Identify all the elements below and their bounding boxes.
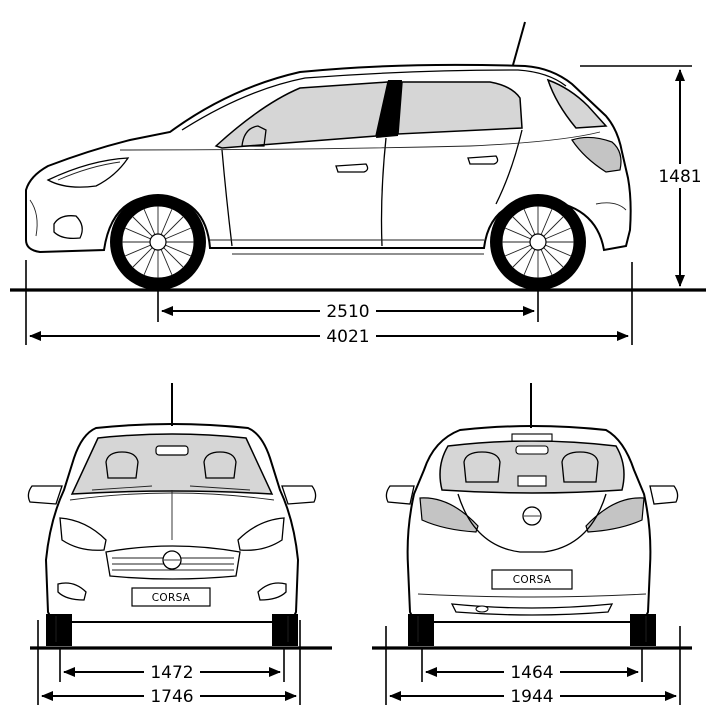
side-tail-light [571,136,622,173]
rear-license-plate [491,569,573,590]
front-view: CORSA 1472 1746 [27,383,332,707]
front-fog-right [257,582,287,601]
rear-bumper-line [417,593,647,598]
front-license-plate [131,587,211,607]
rear-tailgate-line [457,493,607,553]
side-mirror[interactable] [241,125,267,147]
side-front-door-line [221,149,233,247]
side-rear-door-handle[interactable] [467,155,499,165]
front-rear-view-mirror [155,445,189,456]
side-rear-door-line [495,129,523,205]
rear-tow-point [475,605,489,613]
rear-tail-light-right [585,497,645,533]
length-label: 4021 [326,327,369,347]
front-headlight-right [237,517,285,551]
rear-plate-text: CORSA [513,574,552,586]
front-seat-right [203,451,237,479]
side-b-pillar [376,80,402,138]
rear-tail-light-left [419,497,479,533]
side-front-fog [53,215,83,240]
rear-width-label: 1944 [510,687,553,707]
rear-tyre-left [408,614,434,646]
front-tyre-left [46,614,72,646]
front-width-label: 1746 [150,687,193,707]
front-track-label: 1472 [150,663,193,683]
side-headlight-inner [57,161,121,181]
rear-mirror-left[interactable] [385,485,415,505]
front-wiper [189,485,251,491]
front-wiper [91,485,153,491]
rear-diffuser [450,603,614,616]
wheelbase-label: 2510 [326,302,369,322]
rear-mirror-right[interactable] [649,485,679,505]
side-character-line [119,131,601,151]
front-windshield[interactable] [70,433,274,495]
side-rear-quarter-glass [546,78,608,129]
side-rear-wheel [490,194,586,290]
front-grille [105,545,241,580]
side-front-bumper-line [29,199,38,237]
height-label: 1481 [658,167,701,187]
front-mirror-right[interactable] [281,485,317,505]
front-mirror-left[interactable] [27,485,63,505]
side-front-wheel [110,194,206,290]
side-front-door-handle[interactable] [335,163,369,173]
rear-view: CORSA 1464 1944 [372,383,692,707]
front-tyre-right [272,614,298,646]
rear-seat-left [463,451,501,483]
side-roofline [181,69,567,131]
rear-seat-right [561,451,599,483]
side-door-split-line [380,137,387,247]
side-headlight [46,157,130,188]
rear-track-label: 1464 [510,663,553,683]
front-headlight-left [59,517,107,551]
rear-brake-light [511,433,553,442]
front-seat-left [105,451,139,479]
front-plate-text: CORSA [152,592,191,604]
side-antenna [512,21,526,66]
front-fog-left [57,582,87,601]
side-rear-window[interactable] [397,81,523,135]
rear-mirror-inner [515,445,549,455]
side-view: 1481 2510 4021 [10,21,706,347]
side-rear-bumper-line [595,202,627,211]
rear-headrest-center [517,475,547,487]
rear-tyre-right [630,614,656,646]
